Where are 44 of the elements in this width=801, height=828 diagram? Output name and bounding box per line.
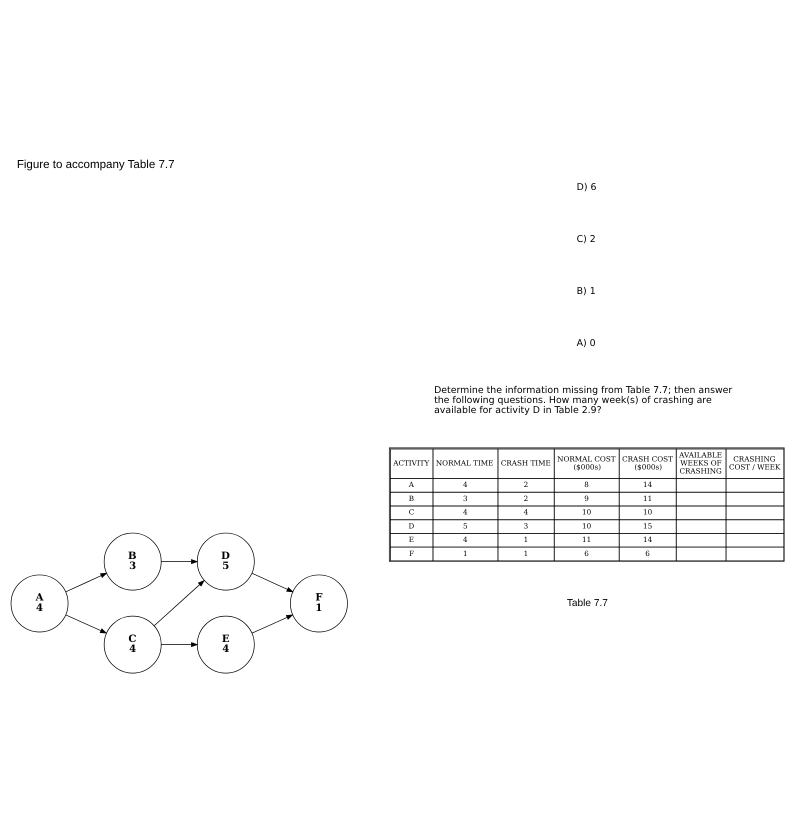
label: 5 [462,520,468,530]
label: NORMAL TIME [436,458,494,468]
label: NORMAL COST ($000s) [557,454,616,472]
label: 2 [524,493,528,502]
label: C [408,507,414,516]
label: 1 [462,548,468,558]
label: 2 [524,480,528,489]
label: 14 [643,480,652,489]
label: B [408,493,414,502]
label: D) 6 [576,182,596,193]
label: 4 [524,507,528,516]
label: F [409,548,414,558]
label: 9 [584,493,589,502]
label: 3 [462,493,468,502]
label: 3 [524,520,528,530]
label: A) 0 [576,338,596,349]
label: 14 [643,534,652,544]
label: A [408,480,414,489]
label: 4 [462,534,468,544]
label: 8 [584,480,589,489]
label: C) 2 [576,234,596,245]
label: 15 [643,520,652,530]
label: Determine the information missing from Table 7.7; then answer the following questions. How many week(s) of crashing are available for activity D in Table 2.9? [434,384,732,416]
label: 1 [524,534,528,544]
label: ACTIVITY [393,458,430,468]
label: AVAILABLE WEEKS OF CRASHING [679,450,722,476]
label: 10 [582,507,592,516]
label: 6 [645,548,650,558]
diagram-title: Figure to accompany Table 7.7 [16,158,175,171]
label: 4 [462,480,468,489]
label: CRASHING COST / WEEK [728,454,780,472]
label: 10 [582,520,592,530]
label: 10 [643,507,652,516]
label: 11 [582,534,592,544]
label: CRASH TIME [500,458,551,468]
label: 6 [584,548,589,558]
label: E [408,534,414,544]
label: 4 [462,507,468,516]
label: Table 7.7 [566,598,608,609]
label: 11 [643,493,652,502]
label: D [408,520,414,530]
label: CRASH COST ($000s) [622,454,673,472]
label: B) 1 [576,286,596,297]
label: 1 [524,548,528,558]
